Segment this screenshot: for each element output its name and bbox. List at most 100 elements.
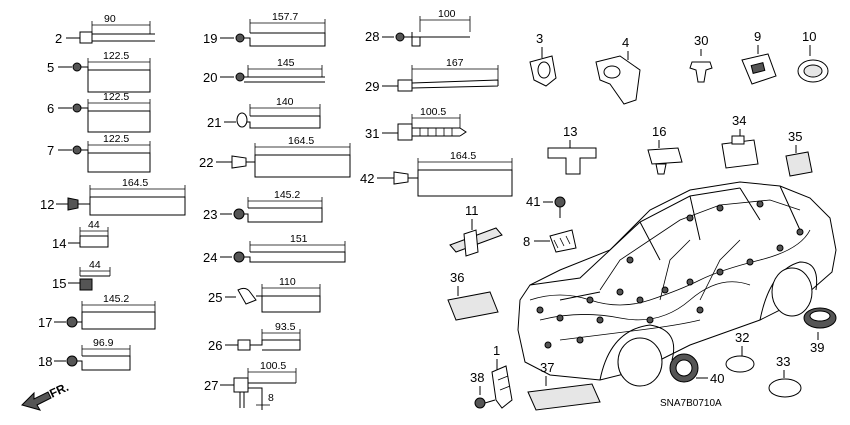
callout-33: 33 bbox=[776, 354, 790, 369]
front-direction-arrow: FR. bbox=[21, 380, 71, 411]
callout-32: 32 bbox=[735, 330, 749, 345]
part-22[interactable]: 22 164.5 bbox=[199, 135, 351, 178]
part-8[interactable]: 8 bbox=[523, 229, 577, 253]
part-26[interactable]: 26 93.5 bbox=[208, 321, 301, 353]
callout-16: 16 bbox=[652, 124, 666, 139]
part-37[interactable]: 37 bbox=[527, 360, 601, 411]
part-12[interactable]: 12 164.5 bbox=[40, 177, 186, 216]
part-33[interactable]: 33 bbox=[768, 354, 802, 398]
front-direction-label: FR. bbox=[47, 380, 70, 401]
dimension-42: 164.5 bbox=[450, 150, 476, 162]
dimension-2: 90 bbox=[104, 13, 116, 25]
dimension-29: 167 bbox=[446, 57, 464, 69]
callout-25: 25 bbox=[208, 290, 222, 305]
part-3[interactable]: 3 bbox=[529, 31, 557, 87]
callout-20: 20 bbox=[203, 70, 217, 85]
part-38[interactable]: 38 bbox=[470, 370, 496, 409]
callout-29: 29 bbox=[365, 79, 379, 94]
part-27[interactable]: 27 100.5 8 bbox=[204, 360, 297, 410]
dimension-27b: 8 bbox=[268, 392, 274, 404]
part-24[interactable]: 24 151 bbox=[203, 233, 346, 265]
dimension-27a: 100.5 bbox=[260, 360, 286, 372]
part-25[interactable]: 25 110 bbox=[208, 276, 321, 313]
part-23[interactable]: 23 145.2 bbox=[203, 189, 323, 223]
callout-36: 36 bbox=[450, 270, 464, 285]
dimension-28: 100 bbox=[438, 8, 456, 20]
part-15[interactable]: 15 44 bbox=[52, 259, 111, 291]
callout-41: 41 bbox=[526, 194, 540, 209]
callout-11: 11 bbox=[465, 203, 479, 218]
part-16[interactable]: 16 bbox=[647, 124, 683, 175]
part-41[interactable]: 41 bbox=[526, 194, 566, 218]
part-40[interactable]: 40 bbox=[669, 353, 724, 386]
callout-12: 12 bbox=[40, 197, 54, 212]
callout-19: 19 bbox=[203, 31, 217, 46]
callout-31: 31 bbox=[365, 126, 379, 141]
callout-39: 39 bbox=[810, 340, 824, 355]
callout-27: 27 bbox=[204, 378, 218, 393]
callout-22: 22 bbox=[199, 155, 213, 170]
diagram-code: SNA7B0710A bbox=[660, 398, 722, 409]
part-32[interactable]: 32 bbox=[725, 330, 755, 373]
part-42[interactable]: 42 164.5 bbox=[360, 150, 513, 197]
dimension-7: 122.5 bbox=[103, 133, 129, 145]
part-35[interactable]: 35 bbox=[785, 129, 813, 177]
part-36[interactable]: 36 bbox=[447, 270, 499, 321]
part-6[interactable]: 6 122.5 bbox=[47, 91, 151, 133]
callout-37: 37 bbox=[540, 360, 554, 375]
part-4[interactable]: 4 bbox=[595, 35, 641, 105]
part-20[interactable]: 20 145 bbox=[203, 57, 325, 85]
part-31[interactable]: 31 100.5 bbox=[365, 106, 467, 141]
callout-7: 7 bbox=[47, 143, 54, 158]
dimension-12: 164.5 bbox=[122, 177, 148, 189]
dimension-23: 145.2 bbox=[274, 189, 300, 201]
callout-15: 15 bbox=[52, 276, 66, 291]
dimension-26: 93.5 bbox=[275, 321, 296, 333]
callout-4: 4 bbox=[622, 35, 629, 50]
part-17[interactable]: 17 145.2 bbox=[38, 293, 156, 330]
callout-3: 3 bbox=[536, 31, 543, 46]
dimension-20: 145 bbox=[277, 57, 295, 69]
part-14[interactable]: 14 44 bbox=[52, 219, 109, 251]
dimension-5: 122.5 bbox=[103, 50, 129, 62]
callout-13: 13 bbox=[563, 124, 577, 139]
part-18[interactable]: 18 96.9 bbox=[38, 337, 131, 371]
callout-9: 9 bbox=[754, 29, 761, 44]
part-13[interactable]: 13 bbox=[547, 124, 597, 175]
dimension-15: 44 bbox=[89, 259, 101, 271]
part-39[interactable]: 39 bbox=[803, 307, 837, 355]
part-30[interactable]: 30 bbox=[689, 33, 713, 83]
dimension-25: 110 bbox=[279, 276, 296, 288]
part-34[interactable]: 34 bbox=[721, 113, 759, 169]
part-7[interactable]: 7 122.5 bbox=[47, 133, 151, 173]
callout-5: 5 bbox=[47, 60, 54, 75]
car-body-illustration bbox=[517, 181, 837, 387]
part-19[interactable]: 19 157.7 bbox=[203, 11, 326, 47]
callout-34: 34 bbox=[732, 113, 746, 128]
part-1[interactable]: 1 bbox=[491, 343, 513, 409]
callout-1: 1 bbox=[493, 343, 500, 358]
part-28[interactable]: 28 100 bbox=[365, 8, 471, 47]
part-2[interactable]: 2 90 bbox=[55, 13, 155, 46]
dimension-14: 44 bbox=[88, 219, 100, 231]
callout-35: 35 bbox=[788, 129, 802, 144]
dimension-6: 122.5 bbox=[103, 91, 129, 103]
dimension-21: 140 bbox=[276, 96, 294, 108]
callout-8: 8 bbox=[523, 234, 530, 249]
callout-14: 14 bbox=[52, 236, 66, 251]
dimension-24: 151 bbox=[290, 233, 308, 245]
part-21[interactable]: 21 140 bbox=[207, 96, 321, 130]
callout-6: 6 bbox=[47, 101, 54, 116]
callout-18: 18 bbox=[38, 354, 52, 369]
dimension-17: 145.2 bbox=[103, 293, 129, 305]
callout-28: 28 bbox=[365, 29, 379, 44]
dimension-31: 100.5 bbox=[420, 106, 446, 118]
part-10[interactable]: 10 bbox=[797, 29, 829, 83]
part-5[interactable]: 5 122.5 bbox=[47, 50, 151, 93]
part-9[interactable]: 9 bbox=[741, 29, 777, 85]
part-11[interactable]: 11 bbox=[449, 203, 503, 257]
callout-38: 38 bbox=[470, 370, 484, 385]
dimension-18: 96.9 bbox=[93, 337, 114, 349]
part-29[interactable]: 29 167 bbox=[365, 57, 499, 94]
